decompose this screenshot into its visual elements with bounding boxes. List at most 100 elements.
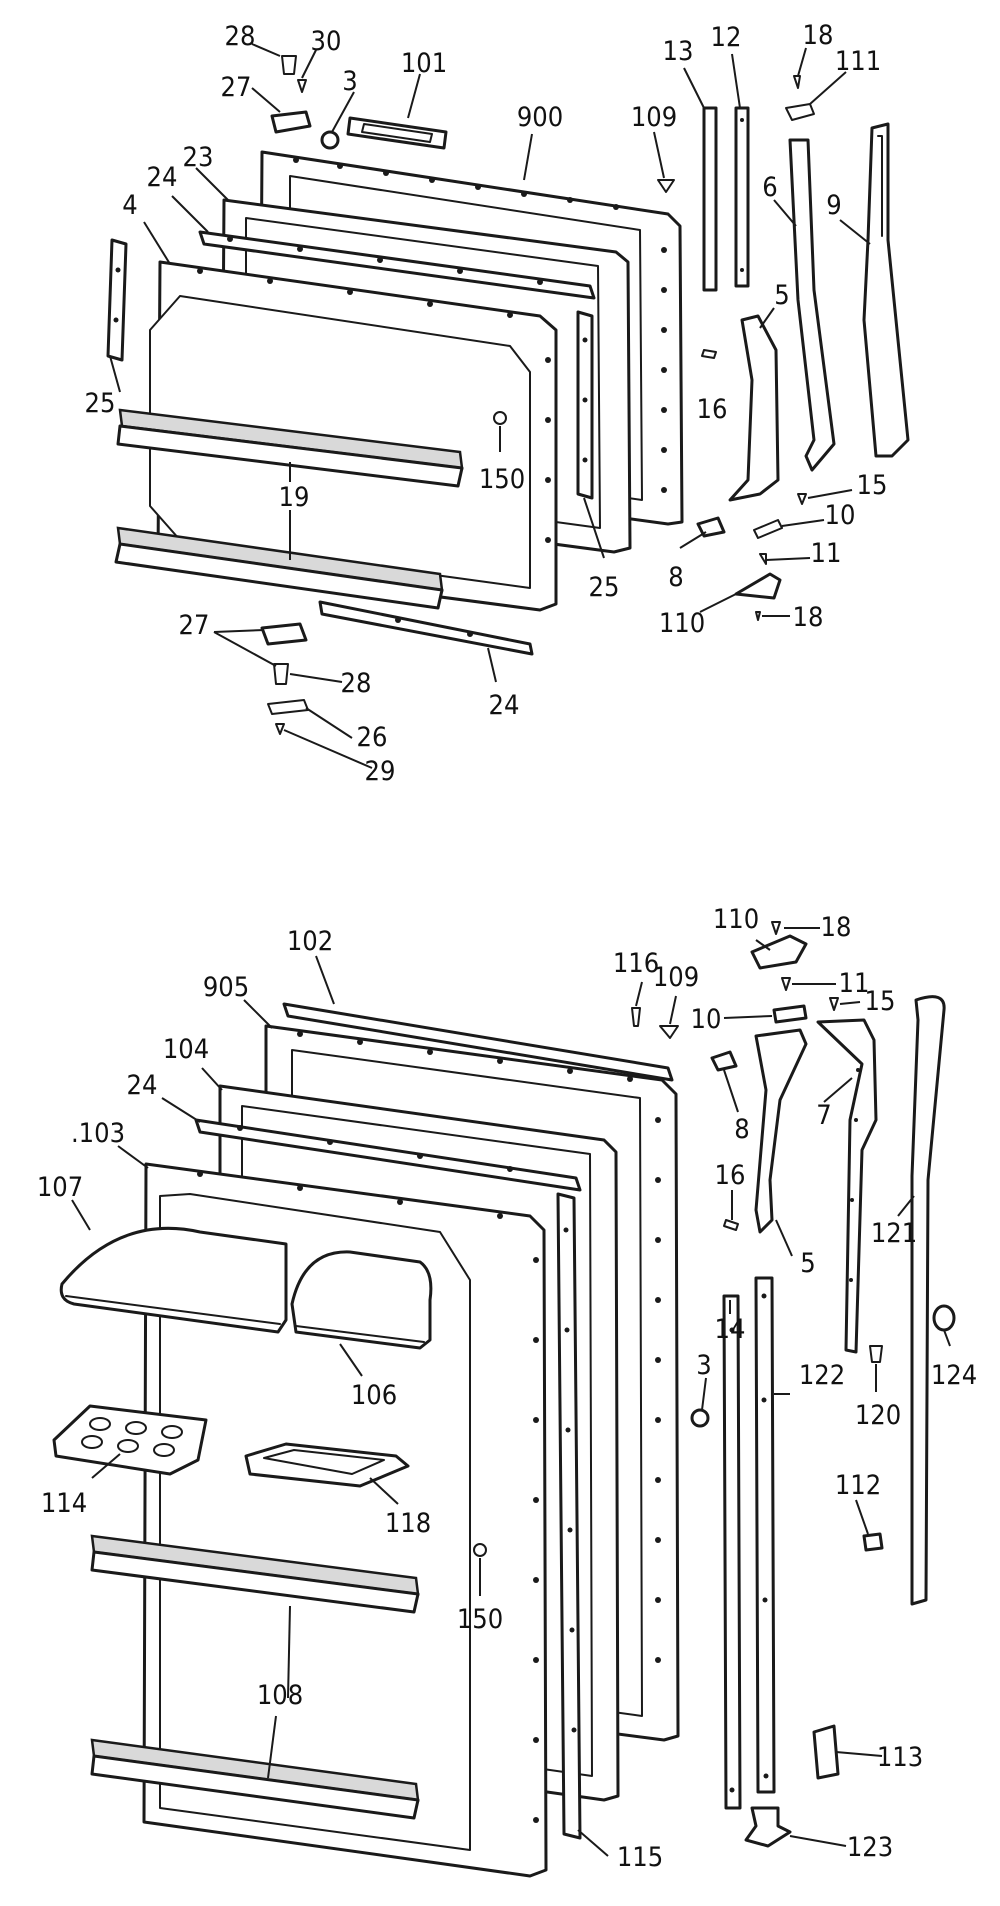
callout-18-lower: 18 bbox=[821, 912, 852, 943]
callout-900: 900 bbox=[517, 102, 563, 133]
callout-18-upper-top: 18 bbox=[803, 20, 834, 51]
callout-108: 108 bbox=[257, 1680, 303, 1711]
dairy-door-106 bbox=[290, 1250, 433, 1350]
callout-28-top: 28 bbox=[225, 21, 256, 52]
callout-101: 101 bbox=[401, 48, 447, 79]
callout-104: 104 bbox=[163, 1034, 209, 1065]
trim-12 bbox=[734, 106, 750, 288]
door-shelf-19-upper bbox=[116, 408, 464, 488]
callout-109-upper: 109 bbox=[631, 102, 677, 133]
callout-10-lower: 10 bbox=[691, 1004, 722, 1035]
screw-150-upper bbox=[493, 411, 507, 425]
callout-905: 905 bbox=[203, 972, 249, 1003]
callout-5-lower: 5 bbox=[800, 1248, 815, 1279]
dairy-door-107 bbox=[59, 1226, 288, 1334]
bracket-111 bbox=[785, 103, 815, 121]
callout-27-top: 27 bbox=[221, 72, 252, 103]
callout-12: 12 bbox=[711, 22, 742, 53]
cap-8-upper bbox=[696, 516, 726, 538]
callout-115: 115 bbox=[617, 1842, 663, 1873]
callout-121: 121 bbox=[871, 1218, 917, 1249]
callout-110-lower: 110 bbox=[713, 904, 759, 935]
screw-120 bbox=[869, 1345, 883, 1363]
screw-11-upper bbox=[759, 553, 767, 565]
cap-8-lower bbox=[710, 1050, 738, 1072]
callout-114: 114 bbox=[41, 1488, 87, 1519]
callout-16-upper: 16 bbox=[697, 394, 728, 425]
callout-30: 30 bbox=[311, 26, 342, 57]
plug-3-upper bbox=[320, 130, 340, 150]
bracket-113 bbox=[812, 1724, 840, 1780]
screw-18-lower bbox=[771, 921, 781, 935]
screw-16-upper bbox=[701, 349, 717, 359]
callout-107: 107 bbox=[37, 1172, 83, 1203]
hinge-123 bbox=[744, 1806, 792, 1848]
door-shelf-108-lower bbox=[90, 1738, 420, 1820]
screw-30 bbox=[297, 79, 307, 93]
callout-15-lower: 15 bbox=[865, 986, 896, 1017]
screw-18-upper-top bbox=[793, 75, 801, 89]
plug-109-lower bbox=[659, 1025, 679, 1039]
screw-15-lower bbox=[829, 997, 839, 1011]
breaker-strip-24-top bbox=[198, 230, 596, 300]
leader-lines-upper bbox=[109, 43, 871, 769]
handle-cover-121 bbox=[910, 995, 946, 1606]
breaker-strip-102 bbox=[282, 1002, 674, 1082]
plug-3-lower bbox=[690, 1408, 710, 1428]
leader-lines-lower bbox=[71, 927, 951, 1857]
egg-tray-114 bbox=[52, 1404, 208, 1476]
callouts-lower: 102 110 18 116 109 905 11 15 10 104 24 8… bbox=[37, 904, 977, 1873]
bracket-10-lower bbox=[772, 1004, 808, 1024]
handle-5-upper bbox=[728, 314, 780, 502]
callout-27-bottom: 27 bbox=[179, 610, 210, 641]
callout-3-lower: 3 bbox=[696, 1350, 711, 1381]
callout-113: 113 bbox=[877, 1742, 923, 1773]
callout-102: 102 bbox=[287, 926, 333, 957]
callout-24-top: 24 bbox=[147, 162, 178, 193]
callout-150-upper: 150 bbox=[479, 464, 525, 495]
callout-10-upper: 10 bbox=[825, 500, 856, 531]
callout-122: 122 bbox=[799, 1360, 845, 1391]
callout-24-bottom: 24 bbox=[489, 690, 520, 721]
callout-25-left: 25 bbox=[85, 388, 116, 419]
callout-5-upper: 5 bbox=[774, 280, 789, 311]
callout-123: 123 bbox=[847, 1832, 893, 1863]
tray-118 bbox=[244, 1442, 410, 1488]
callout-110-upper: 110 bbox=[659, 608, 705, 639]
hinge-cover-110-upper bbox=[734, 572, 782, 600]
callout-19: 19 bbox=[279, 482, 310, 513]
lower-door-assembly: 102 110 18 116 109 905 11 15 10 104 24 8… bbox=[37, 904, 977, 1878]
callout-24-lower: 24 bbox=[127, 1070, 158, 1101]
screw-150-lower bbox=[473, 1543, 487, 1557]
breaker-strip-24-lower bbox=[194, 1118, 582, 1192]
callout-28-bottom: 28 bbox=[341, 668, 372, 699]
callout-15-upper: 15 bbox=[857, 470, 888, 501]
screw-16-lower bbox=[723, 1219, 739, 1231]
callout-103: .103 bbox=[71, 1118, 125, 1149]
callout-120: 120 bbox=[855, 1400, 901, 1431]
screw-29 bbox=[275, 723, 285, 735]
top-hinge-27 bbox=[270, 110, 312, 134]
bumper-124 bbox=[932, 1304, 956, 1332]
callout-111: 111 bbox=[835, 46, 881, 77]
side-strip-25-left bbox=[106, 238, 128, 362]
handle-101 bbox=[346, 116, 448, 150]
clip-112 bbox=[862, 1532, 884, 1552]
callout-150-lower: 150 bbox=[457, 1604, 503, 1635]
callout-109-lower: 109 bbox=[653, 962, 699, 993]
inner-door-liner-4 bbox=[149, 260, 558, 612]
callout-11-upper: 11 bbox=[811, 538, 842, 569]
handle-strip-7 bbox=[816, 1018, 878, 1354]
plug-109-upper bbox=[657, 179, 675, 193]
callout-9: 9 bbox=[826, 190, 841, 221]
bottom-hinge-27 bbox=[260, 622, 308, 646]
door-shelf-108-upper bbox=[90, 1534, 420, 1614]
hinge-pin-28-bottom bbox=[273, 663, 289, 685]
trim-122 bbox=[754, 1276, 776, 1794]
callout-16-lower: 16 bbox=[715, 1160, 746, 1191]
callout-8-lower: 8 bbox=[734, 1114, 749, 1145]
breaker-strip-24-bottom bbox=[318, 600, 534, 656]
callout-124: 124 bbox=[931, 1360, 977, 1391]
callout-8-upper: 8 bbox=[668, 562, 683, 593]
